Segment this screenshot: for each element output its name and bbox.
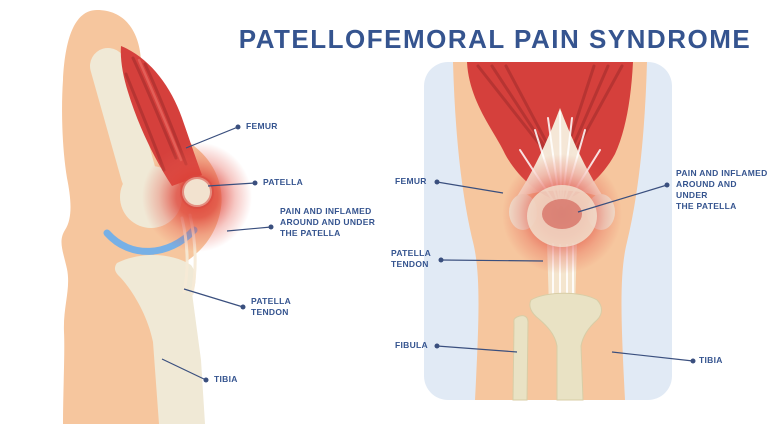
knee-side-view-illustration — [61, 10, 274, 424]
muscle-striation — [566, 64, 610, 160]
inflammation-core — [542, 199, 582, 229]
muscle-striation — [490, 64, 554, 160]
femur-leader-dot — [434, 179, 440, 185]
knee-front-view-illustration — [424, 62, 696, 401]
label-tibia-front: TIBIA — [699, 355, 723, 365]
femur-leader-dot — [235, 124, 241, 130]
muscle-striation — [131, 56, 178, 160]
pain-leader-dot — [664, 182, 670, 188]
label-patella-tendon-front: PATELLA TENDON — [391, 248, 432, 270]
label-patella-side: PATELLA — [263, 177, 304, 187]
label-femur-front: FEMUR — [395, 176, 427, 186]
patella-tendon-leader-line — [440, 259, 544, 262]
femur-leader-line — [436, 181, 504, 194]
patella-leader-dot — [252, 180, 258, 186]
fibula-leader-line — [436, 345, 518, 353]
femur-shaft-bone — [90, 48, 157, 194]
tibia-leader-line — [161, 358, 207, 381]
fibula-leader-dot — [434, 343, 440, 349]
label-femur-side: FEMUR — [246, 121, 278, 131]
patella-bone-front — [527, 185, 597, 247]
pain-leader-line — [226, 226, 272, 232]
label-fibula-front: FIBULA — [395, 340, 428, 350]
patella-tendon-leader-dot — [438, 257, 444, 263]
patella-leader-line — [207, 182, 256, 187]
tibia-leader-line — [611, 351, 694, 362]
patella-tendon-leader-line — [183, 288, 244, 308]
tibia-leader-dot — [690, 358, 696, 364]
pain-leader-dot — [268, 224, 274, 230]
tibia-bone-front — [529, 292, 602, 401]
muscle-striation — [476, 64, 546, 152]
femur-leader-line — [185, 126, 239, 149]
label-pain-side: PAIN AND INFLAMED AROUND AND UNDER THE P… — [280, 206, 376, 239]
fibula-bone-front — [512, 315, 529, 401]
page-title: PATELLOFEMORAL PAIN SYNDROME — [238, 24, 752, 54]
patella-tendon-leader-dot — [240, 304, 246, 310]
label-patella-tendon-side: PATELLA TENDON — [251, 296, 292, 318]
pain-leader-line — [577, 184, 668, 213]
patella-bone-side — [180, 175, 214, 209]
label-tibia-side: TIBIA — [214, 374, 238, 384]
label-pain-front: PAIN AND INFLAMED AROUND AND UNDER THE P… — [676, 168, 768, 212]
tibia-leader-dot — [203, 377, 209, 383]
tibia-bone-side — [114, 254, 205, 424]
